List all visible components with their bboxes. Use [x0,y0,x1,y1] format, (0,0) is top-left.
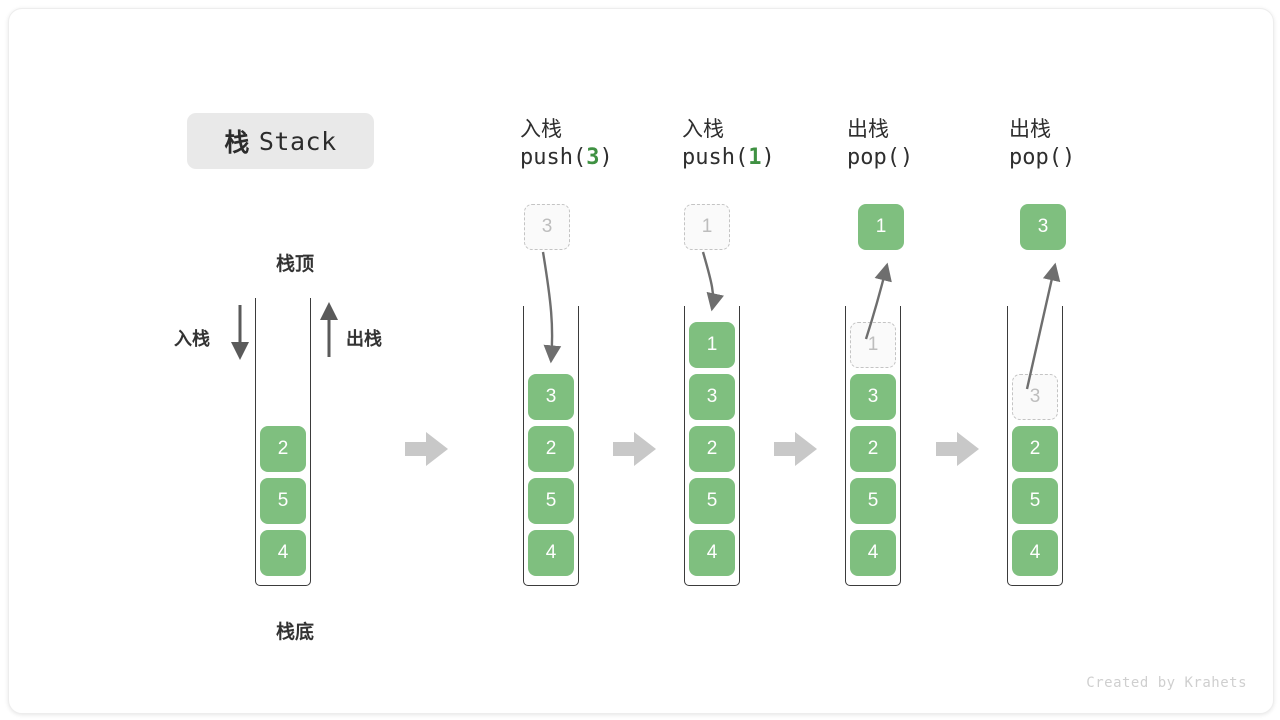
stack-container-push-3 [523,306,579,586]
stack-cell: 1 [850,322,896,368]
stack-container-pop-1 [845,306,901,586]
cell-value: 4 [1029,542,1041,563]
stack-cell: 5 [260,478,306,524]
stack-cell: 4 [850,530,896,576]
code-prefix: pop( [847,145,900,171]
cell-value: 1 [701,216,713,237]
stack-cell: 3 [850,374,896,420]
stack-cell: 4 [689,530,735,576]
code-suffix: ) [899,145,914,171]
stack-cell: 5 [1012,478,1058,524]
code-arg: 1 [748,145,762,171]
cell-value: 1 [706,334,718,355]
stack-cell: 5 [689,478,735,524]
stack-top-label: 栈顶 [275,254,314,275]
caption-cn: 入栈 [682,117,724,141]
cell-value: 4 [867,542,879,563]
transition-arrow [613,432,656,466]
stack-cell: 2 [850,426,896,472]
stack-cell: 4 [1012,530,1058,576]
cell-value: 2 [867,438,879,459]
transition-arrow [405,432,448,466]
cell-value: 3 [867,386,879,407]
cell-value: 2 [1029,438,1041,459]
cell-value: 5 [706,490,718,511]
cell-value: 1 [867,334,879,355]
diagram-frame: 栈 Stack 栈顶 栈底 入栈 出栈 2 5 4 入栈 push(3) 3 3… [8,8,1274,714]
column-caption-push-3: 入栈 push(3) [520,115,670,173]
column-caption-pop-3: 出栈 pop() [1009,115,1159,173]
title-en: Stack [258,126,337,156]
cell-value: 2 [706,438,718,459]
caption-code: push(1) [682,143,832,172]
caption-code: pop() [847,143,997,172]
stack-cell: 3 [528,374,574,420]
column-caption-pop-1: 出栈 pop() [847,115,997,173]
cell-value: 5 [277,490,289,511]
stack-cell: 2 [689,426,735,472]
cell-value: 3 [1029,386,1041,407]
stack-cell: 5 [850,478,896,524]
stack-cell: 4 [260,530,306,576]
cell-value: 3 [545,386,557,407]
cell-value: 3 [1037,216,1049,237]
floating-cell-pop-1: 1 [858,204,904,250]
stack-container-pop-3 [1007,306,1063,586]
code-prefix: push( [682,145,749,171]
cell-value: 5 [867,490,879,511]
stack-container-initial [255,298,311,586]
push-side-label: 入栈 [174,329,210,349]
stack-cell: 5 [528,478,574,524]
code-suffix: ) [761,145,775,171]
stack-cell: 2 [528,426,574,472]
cell-value: 2 [545,438,557,459]
stack-cell: 2 [1012,426,1058,472]
code-arg: 3 [586,145,600,171]
code-suffix: ) [599,145,613,171]
caption-cn: 出栈 [1009,117,1051,141]
cell-value: 4 [545,542,557,563]
cell-value: 4 [706,542,718,563]
code-prefix: pop( [1009,145,1062,171]
diagram-title: 栈 Stack [187,113,374,169]
transition-arrow [936,432,979,466]
stack-cell: 4 [528,530,574,576]
cell-value: 5 [545,490,557,511]
title-cn: 栈 [224,128,250,157]
stack-bottom-label: 栈底 [275,622,314,643]
stack-cell: 1 [689,322,735,368]
cell-value: 5 [1029,490,1041,511]
caption-code: pop() [1009,143,1159,172]
floating-cell-push-1: 1 [684,204,730,250]
cell-value: 3 [706,386,718,407]
footer-credit: Created by Krahets [1086,675,1247,691]
stack-container-push-1 [684,306,740,586]
stack-cell: 2 [260,426,306,472]
stack-cell: 3 [1012,374,1058,420]
cell-value: 2 [277,438,289,459]
transition-arrow [774,432,817,466]
column-caption-push-1: 入栈 push(1) [682,115,832,173]
cell-value: 3 [541,216,553,237]
caption-cn: 出栈 [847,117,889,141]
pop-side-label: 出栈 [346,329,382,349]
code-suffix: ) [1061,145,1076,171]
floating-cell-pop-3: 3 [1020,204,1066,250]
caption-code: push(3) [520,143,670,172]
cell-value: 4 [277,542,289,563]
caption-cn: 入栈 [520,117,562,141]
code-prefix: push( [520,145,587,171]
floating-cell-push-3: 3 [524,204,570,250]
cell-value: 1 [875,216,887,237]
push-connector-1 [701,251,724,312]
diagram-stage: 栈 Stack 栈顶 栈底 入栈 出栈 2 5 4 入栈 push(3) 3 3… [9,9,1273,713]
stack-cell: 3 [689,374,735,420]
